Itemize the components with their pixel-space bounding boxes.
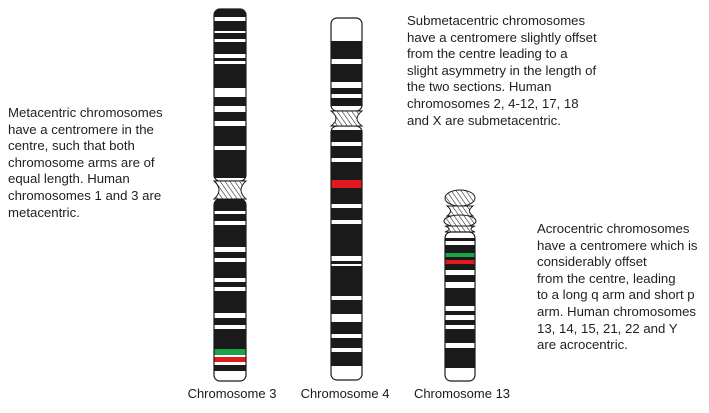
red-band-marker [214, 357, 246, 362]
description-line: have a centromere in the [8, 121, 154, 137]
description-line: the two sections. Human [407, 79, 552, 95]
red-band-marker [331, 180, 362, 188]
green-band-marker [445, 253, 475, 257]
chromosome-3-q-arm [214, 199, 246, 381]
chromosome-13-centromere [444, 225, 476, 233]
red-band-marker [445, 260, 475, 264]
chromosome-3-label: Chromosome 3 [187, 386, 277, 401]
metacentric-description: Metacentric chromosomes have a centromer… [8, 105, 163, 221]
description-line: Submetacentric chromosomes [407, 13, 586, 28]
description-line: Metacentric chromosomes [8, 105, 163, 120]
chromosome-3-p-arm [214, 9, 246, 181]
description-line: slight asymmetry in the length of [407, 62, 597, 78]
description-line: Acrocentric chromosomes [537, 221, 690, 236]
chromosome-13-short-arm [443, 214, 477, 228]
chromosome-13-satellite [444, 189, 476, 207]
chromosome-3-centromere [212, 180, 248, 200]
description-line: chromosomes 2, 4-12, 17, 18 [407, 95, 579, 111]
chromosome-13 [443, 189, 477, 382]
description-line: chromosomes 1 and 3 are [8, 187, 162, 203]
description-line: and X are submetacentric. [407, 112, 561, 128]
description-line: from the centre, leading [537, 270, 676, 286]
description-line: have a centromere which is [537, 237, 698, 253]
chromosome-13-q-arm [445, 232, 475, 381]
chromosome-4-q-arm [331, 126, 362, 380]
submetacentric-description: Submetacentric chromosomes have a centro… [407, 13, 597, 129]
chromosome-4-label: Chromosome 4 [300, 386, 390, 401]
description-line: equal length. Human [8, 171, 130, 187]
chromosome-3 [212, 8, 248, 382]
description-line: arm. Human chromosomes [537, 303, 697, 319]
description-line: have a centromere slightly offset [407, 29, 597, 45]
description-line: 13, 14, 15, 21, 22 and Y [537, 320, 678, 336]
chromosome-4-centromere [329, 110, 364, 127]
chromosome-4-p-arm [331, 18, 362, 111]
description-line: from the centre leading to a [407, 46, 568, 62]
description-line: metacentric. [8, 204, 80, 220]
acrocentric-description: Acrocentric chromosomes have a centromer… [537, 221, 698, 354]
description-line: are acrocentric. [537, 337, 628, 353]
chromosome-4 [329, 17, 364, 381]
green-band-marker [214, 349, 246, 355]
chromosome-13-stalk [445, 205, 475, 217]
chromosome-13-label: Chromosome 13 [413, 386, 511, 401]
description-line: considerably offset [537, 254, 647, 270]
description-line: centre, such that both [8, 138, 135, 154]
description-line: chromosome arms are of [8, 154, 155, 170]
description-line: to a long q arm and short p [537, 287, 695, 303]
